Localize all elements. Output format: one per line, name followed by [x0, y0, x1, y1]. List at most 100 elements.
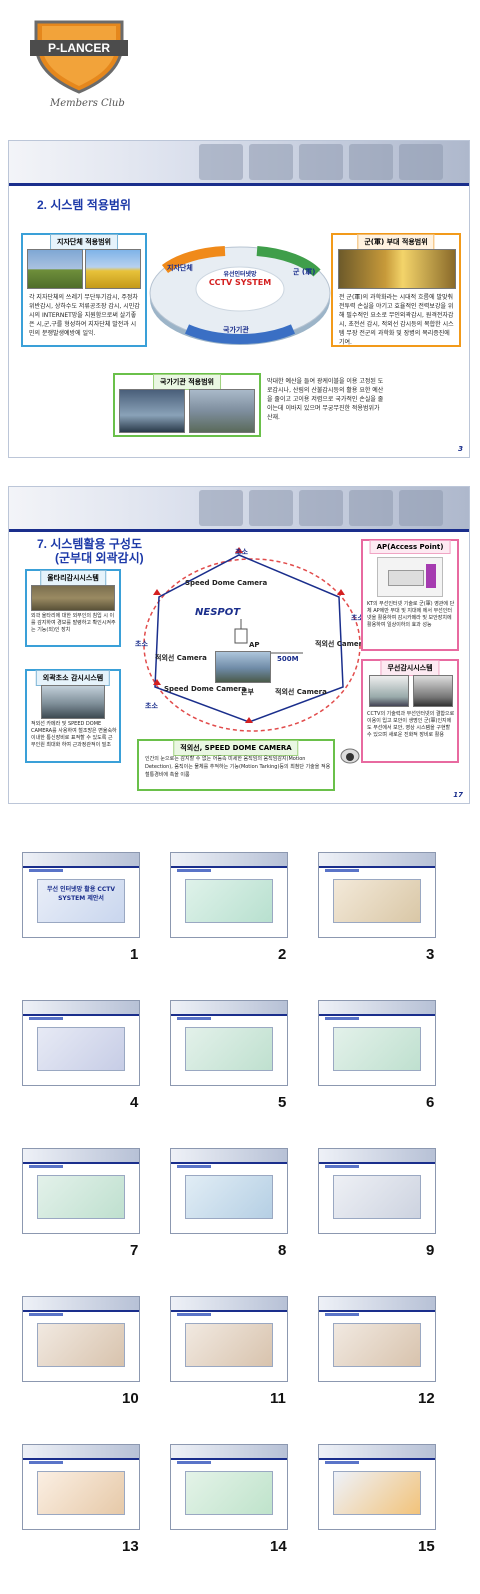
slide-thumbnail[interactable] [170, 1148, 288, 1234]
thumbnail-content [185, 1471, 273, 1515]
national-box: 국가기관 적용범위 [113, 373, 261, 437]
slide-thumbnail[interactable] [22, 1296, 140, 1382]
thumbnail-number: 5 [278, 1094, 287, 1111]
wireless-device-photo-2 [413, 675, 453, 707]
slide-thumbnail[interactable]: 무선 인터넷망 활용 CCTV SYSTEM 제안서 [22, 852, 140, 938]
thumbnail-rule [171, 1014, 287, 1016]
thumbnail-banner [319, 1445, 435, 1458]
fence-header: 울타리감시시스템 [40, 570, 106, 586]
slide-thumbnail[interactable] [170, 852, 288, 938]
center-title-1: 유선인터넷망 [223, 271, 257, 278]
thumbnail-banner [23, 1297, 139, 1310]
perimeter-diagram [143, 547, 361, 732]
ap-label: AP [249, 641, 260, 649]
thumbnail-banner [23, 1149, 139, 1162]
thumbnail-number: 1 [130, 946, 139, 963]
thumbnail-content [333, 1471, 421, 1515]
thumbnail-content [37, 1471, 125, 1515]
ir-camera-right-label: 적외선 Camera [315, 640, 367, 648]
thumbnail-rule [23, 1014, 139, 1016]
thumbnail-content [37, 1027, 125, 1071]
thumbnail-title-bar [325, 1165, 359, 1168]
hq-photo [215, 651, 271, 683]
speed-dome-bottom-label: Speed Dome Camera [164, 685, 247, 693]
ir-camera-bottom-label: 적외선 Camera [275, 688, 327, 696]
thumbnail-content [333, 1323, 421, 1367]
thumbnail-content [185, 1323, 273, 1367]
slide-thumbnail[interactable] [22, 1000, 140, 1086]
thumbnail-title-bar [325, 1461, 359, 1464]
thumbnail-banner [23, 1001, 139, 1014]
thumbnail-number: 3 [426, 946, 435, 963]
thumbnail-rule [319, 1014, 435, 1016]
thumbnail-title-bar [325, 1017, 359, 1020]
slide-thumbnail[interactable] [318, 1444, 436, 1530]
nespot-logo: NESPOT [195, 607, 241, 618]
wireless-header: 무선감시시스템 [380, 660, 440, 676]
slide-thumbnail[interactable] [22, 1444, 140, 1530]
fence-text: 외곽 울타리에 대한 외부인의 침입 시 이를 감지하여 경보를 발령하고 확인… [31, 613, 116, 633]
slide-banner [9, 487, 469, 529]
slide-thumbnail[interactable] [318, 1000, 436, 1086]
thumbnail-rule [23, 1162, 139, 1164]
thumbnail-title-bar [177, 1165, 211, 1168]
slide-thumbnail[interactable] [318, 852, 436, 938]
national-text: 막대한 예산을 들여 광케이블을 이용 고정된 도로감시나, 산림의 산불감시등… [267, 378, 384, 421]
segment-local-gov: 지자단체 [167, 264, 193, 272]
thumbnail-content [185, 1175, 273, 1219]
outpost-box: 외곽초소 감시시스템 적외선 카메라 및 SPEED DOME CAMERA를 … [25, 669, 121, 763]
slide-system-scope: 2. 시스템 적용범위 지자단체 적용범위 각 지자단체의 쓰레기 무단투기감시… [8, 140, 470, 458]
center-ring-diagram [149, 246, 331, 345]
slide-thumbnail[interactable] [22, 1148, 140, 1234]
thumbnail-number: 15 [418, 1538, 435, 1555]
thumbnail-rule [23, 866, 139, 868]
thumbnail-number: 2 [278, 946, 287, 963]
thumbnail-title-bar [29, 1165, 63, 1168]
slide-title-1: 7. 시스템활용 구성도 [37, 537, 142, 551]
ap-text: KT의 무선인터넷 기술로 군(軍) 영관에 단체 AP에만 부대 및 지대에 … [367, 601, 455, 628]
slide-thumbnail[interactable] [170, 1000, 288, 1086]
thumbnail-title-bar [177, 1017, 211, 1020]
page-number: 17 [453, 791, 463, 799]
thumbnail-title-bar [325, 1313, 359, 1316]
fence-photo [31, 585, 115, 611]
thumbnail-title-bar [325, 869, 359, 872]
local-gov-text: 각 지자단체의 쓰레기 무단투기감시, 주정차위반감시, 상하수도 저류공조장 … [29, 294, 140, 337]
thumbnail-number: 14 [270, 1538, 287, 1555]
thumbnail-content [185, 1027, 273, 1071]
ir-camera-left-label: 적외선 Camera [155, 654, 207, 662]
thumbnail-number: 4 [130, 1094, 139, 1111]
thumbnail-rule [23, 1458, 139, 1460]
thumbnail-number: 9 [426, 1242, 435, 1259]
thumbnail-rule [171, 1310, 287, 1312]
thumbnail-number: 6 [426, 1094, 435, 1111]
thumbnail-number: 11 [270, 1390, 286, 1407]
post-label-top: 초소 [235, 548, 248, 556]
slide-thumbnail[interactable] [170, 1296, 288, 1382]
local-gov-photo-2 [85, 249, 141, 289]
thumbnail-number: 12 [418, 1390, 435, 1407]
thumbnail-banner [319, 1297, 435, 1310]
thumbnail-rule [319, 1458, 435, 1460]
slide-thumbnail[interactable] [170, 1444, 288, 1530]
military-photo [338, 249, 456, 289]
center-title-2: CCTV SYSTEM [208, 278, 272, 287]
members-club-signature: Members Club [50, 98, 125, 109]
national-photo-2 [189, 389, 255, 433]
slide-system-configuration: 7. 시스템활용 구성도 (군부대 외곽감시) 초소 Speed Dome Ca… [8, 486, 470, 804]
thumbnail-title-bar [177, 1461, 211, 1464]
thumbnail-content [37, 1323, 125, 1367]
thumbnail-caption: 무선 인터넷망 활용 CCTV SYSTEM 제안서 [47, 886, 115, 902]
thumbnail-banner [319, 1149, 435, 1162]
slide-thumbnail[interactable] [318, 1296, 436, 1382]
outpost-text: 적외선 카메라 및 SPEED DOME CAMERA를 사용하여 철조망은 면… [31, 721, 117, 748]
slide-title-2: (군부대 외곽감시) [55, 551, 144, 565]
outpost-photo [41, 685, 105, 719]
camera-header: 적외선, SPEED DOME CAMERA [173, 740, 299, 756]
ap-device-photo [377, 557, 443, 597]
thumbnail-content [37, 879, 125, 923]
post-label-bottom: 초소 [145, 702, 158, 710]
thumbnail-title-bar [29, 1313, 63, 1316]
slide-thumbnail[interactable] [318, 1148, 436, 1234]
